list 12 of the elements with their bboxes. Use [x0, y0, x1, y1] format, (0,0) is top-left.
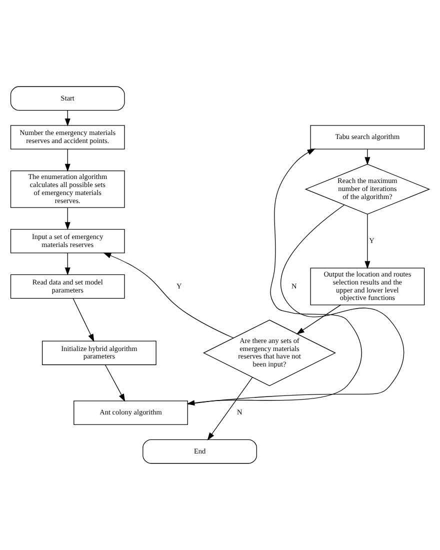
arrow: [64, 252, 70, 276]
arrow: [207, 377, 253, 440]
arrow: [72, 298, 94, 342]
arrow: [364, 148, 370, 166]
arrow: [103, 252, 234, 338]
arrow: [186, 204, 404, 406]
arrow: [364, 214, 370, 270]
arrow: [64, 148, 70, 172]
arrow: [296, 304, 341, 334]
arrow: [104, 364, 126, 402]
arrow: [187, 148, 362, 404]
arrow: [64, 208, 70, 230]
